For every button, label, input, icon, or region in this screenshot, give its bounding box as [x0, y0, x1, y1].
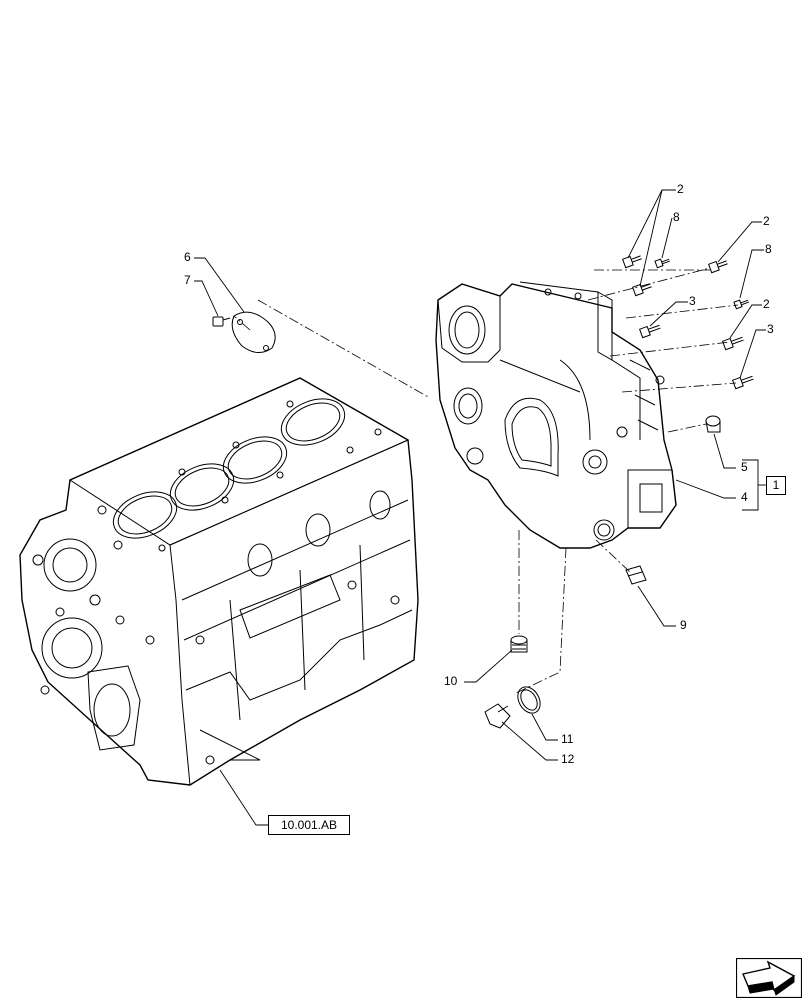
callout-8-top: 8 [673, 210, 680, 224]
housing-bolts [621, 255, 754, 390]
callout-5: 5 [741, 460, 748, 474]
plug-12 [484, 703, 511, 729]
o-ring-11 [517, 686, 541, 714]
next-page-arrow-icon[interactable] [735, 957, 803, 999]
callout-2-top: 2 [677, 182, 684, 196]
callout-6: 6 [184, 250, 191, 264]
screw-7 [212, 316, 231, 327]
callout-2-right: 2 [763, 214, 770, 228]
callout-9: 9 [680, 618, 687, 632]
callout-11: 11 [561, 732, 574, 746]
callout-10: 10 [444, 674, 458, 688]
group-callout-box: 1 [766, 476, 786, 495]
callout-4: 4 [741, 490, 748, 504]
leader-lines [194, 189, 766, 826]
plug-9 [625, 565, 647, 585]
flywheel-housing [435, 281, 677, 549]
callout-3: 3 [689, 294, 696, 308]
callout-8-right: 8 [765, 242, 772, 256]
plug-5 [705, 415, 721, 433]
reference-link-box[interactable]: 10.001.AB [268, 815, 350, 835]
callout-2-mid: 2 [763, 297, 770, 311]
callout-7: 7 [184, 273, 191, 287]
alignment-lines [233, 267, 739, 695]
callout-3-right: 3 [767, 322, 774, 336]
callout-12: 12 [561, 752, 575, 766]
engine-block [19, 377, 419, 786]
cover-plate [231, 311, 276, 353]
plug-10 [510, 635, 528, 653]
